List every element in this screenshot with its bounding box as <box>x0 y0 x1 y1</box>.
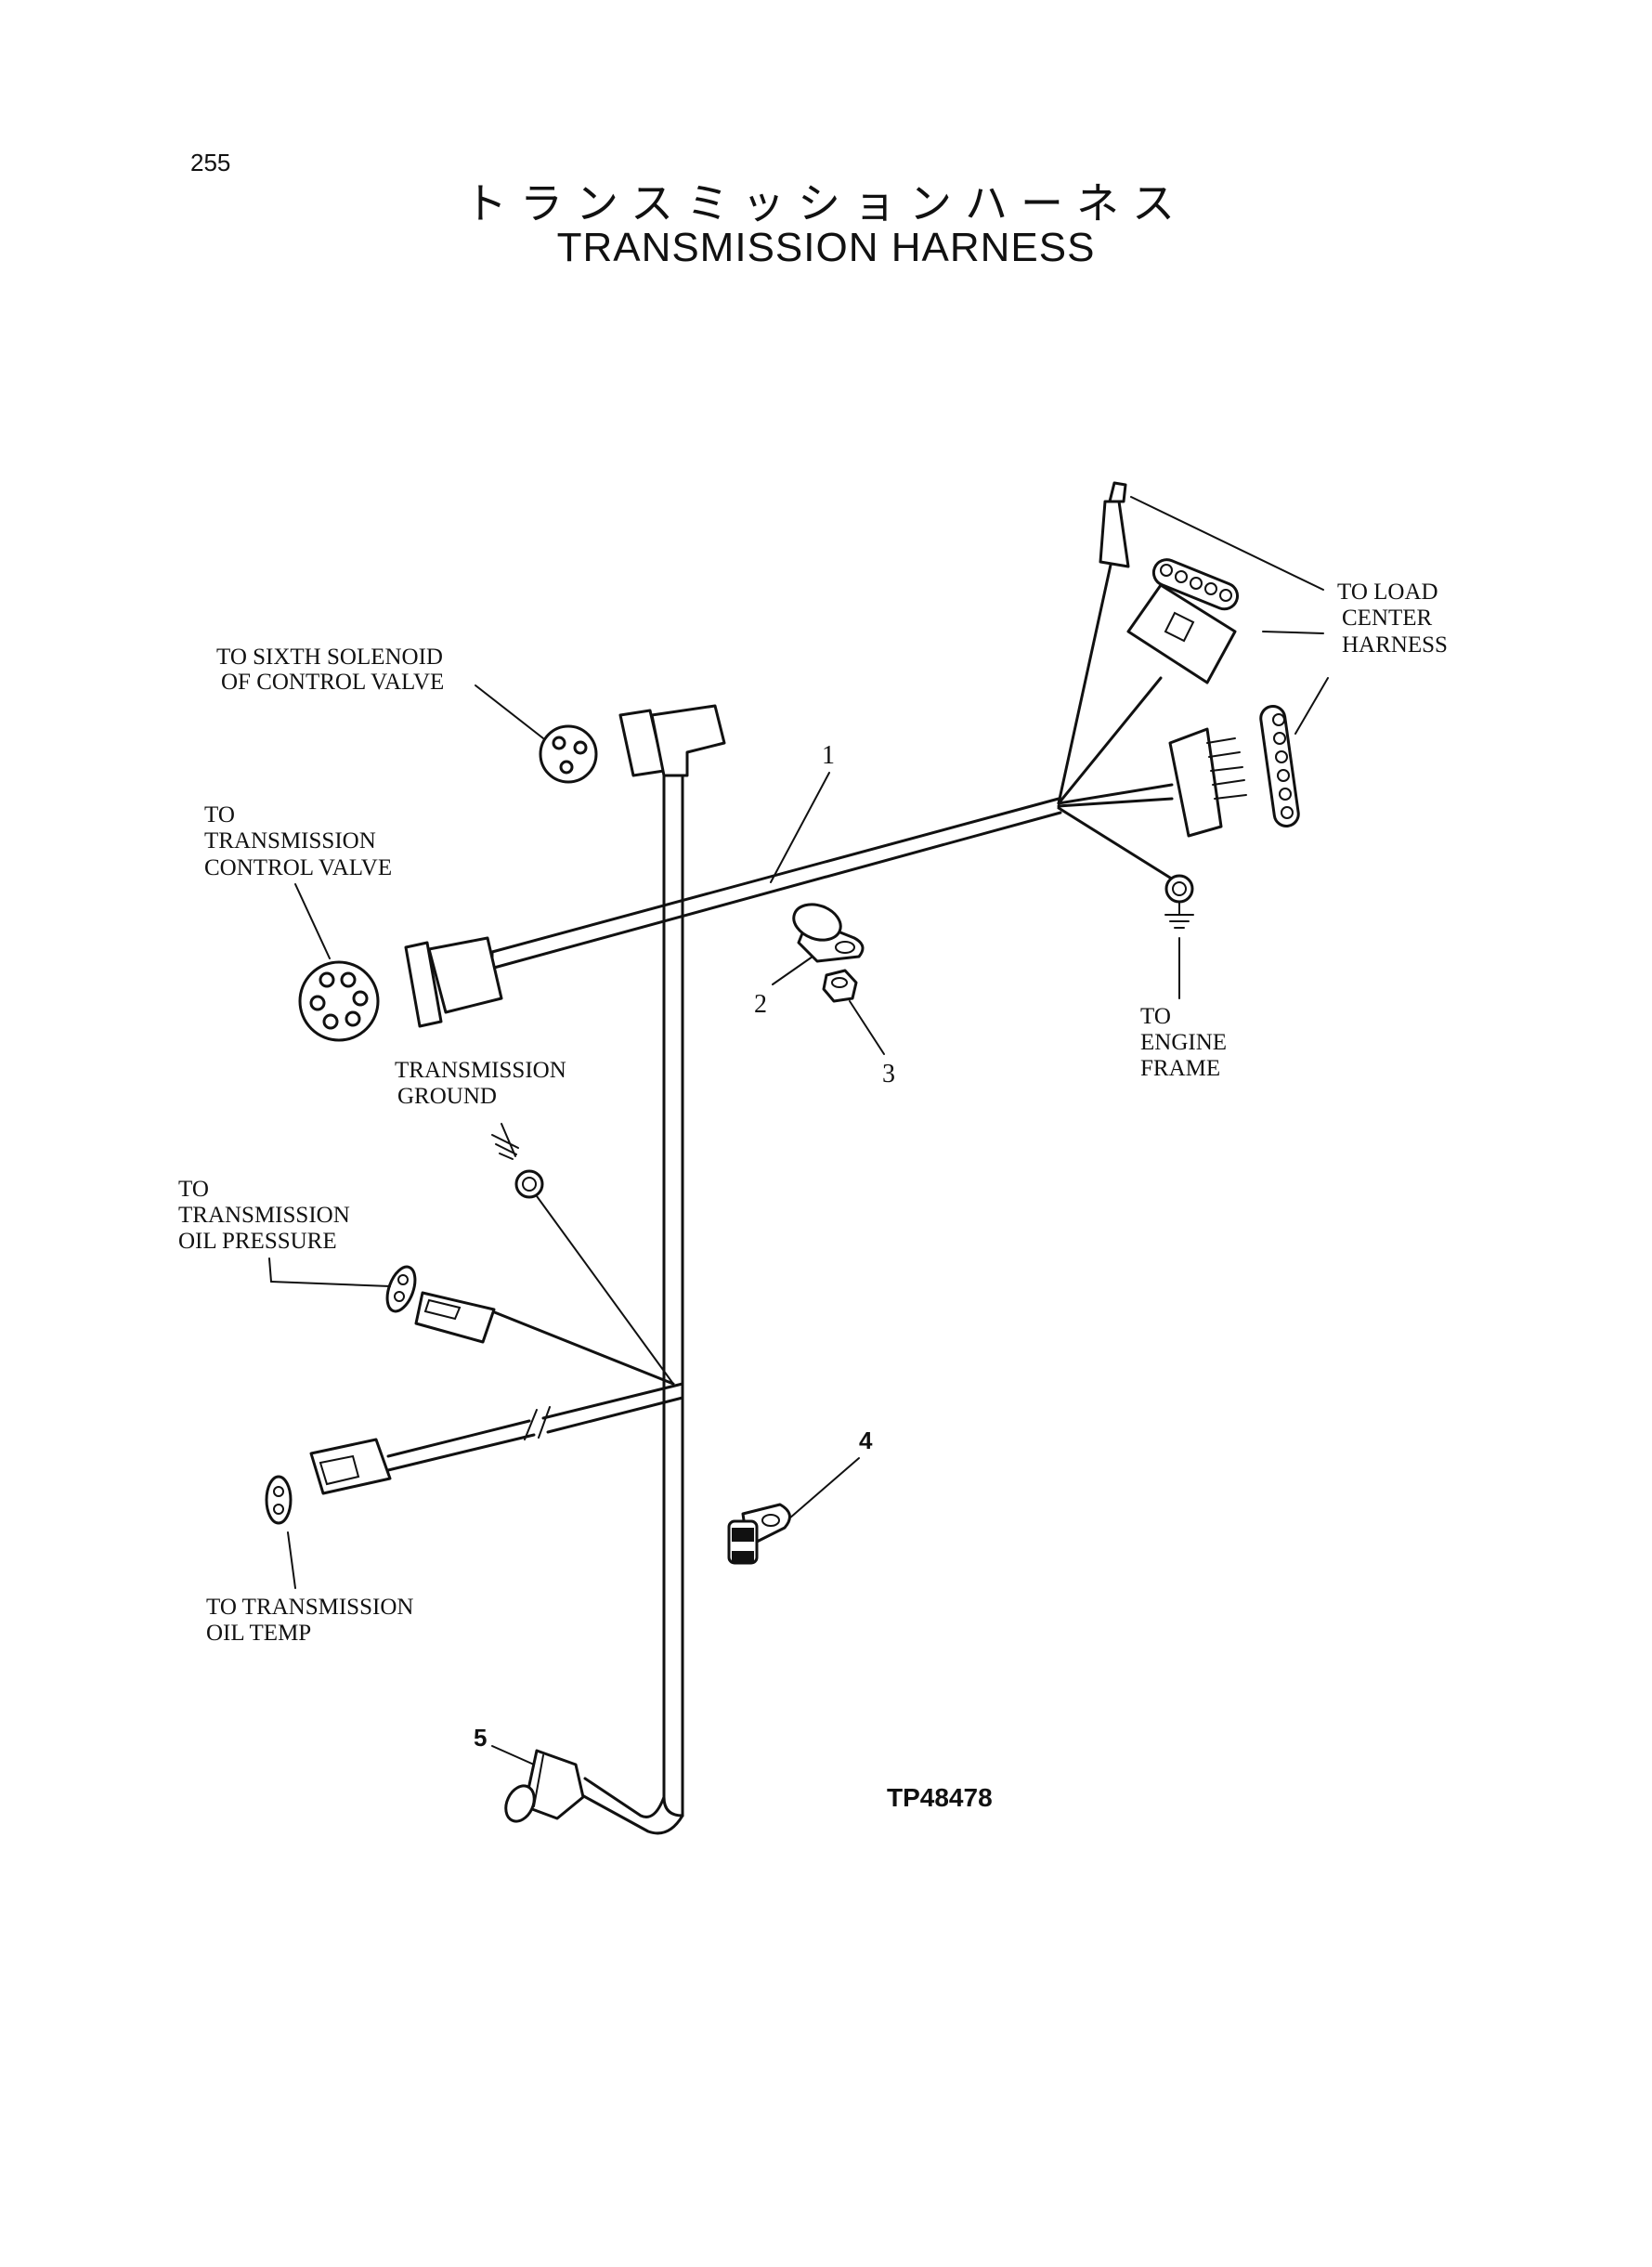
load-center-connector-2 <box>1168 705 1300 838</box>
label-oil-pressure-3: OIL PRESSURE <box>178 1229 337 1254</box>
label-oil-temp-2: OIL TEMP <box>206 1621 311 1646</box>
label-control-valve-1: TO <box>204 802 235 827</box>
control-valve-connector <box>298 936 503 1042</box>
part-3-nut <box>822 969 858 1003</box>
sixth-solenoid-connector <box>539 704 726 784</box>
part-number-5: 5 <box>474 1724 487 1752</box>
transmission-ground <box>491 1123 674 1385</box>
harness-trunk <box>490 760 1062 1835</box>
part-number-4: 4 <box>859 1427 873 1454</box>
part-4-clamp <box>727 1503 791 1565</box>
title-japanese: トランスミッションハーネス <box>463 178 1189 228</box>
label-engine-frame-3: FRAME <box>1140 1056 1220 1081</box>
title-english: TRANSMISSION HARNESS <box>556 225 1096 270</box>
pin-connector <box>1099 481 1130 568</box>
part-5-switch <box>504 1749 585 1823</box>
part-number-1: 1 <box>822 741 835 770</box>
label-oil-temp-1: TO TRANSMISSION <box>206 1595 413 1620</box>
label-trans-ground-1: TRANSMISSION <box>395 1058 566 1083</box>
figure-code: TP48478 <box>887 1783 993 1812</box>
load-center-branches <box>1057 546 1174 879</box>
label-oil-pressure-1: TO <box>178 1177 209 1202</box>
label-control-valve-2: TRANSMISSION <box>204 828 376 853</box>
load-center-connector-1 <box>1126 558 1240 684</box>
label-load-center-1: TO LOAD <box>1337 580 1438 605</box>
label-engine-frame-1: TO <box>1140 1004 1171 1029</box>
label-trans-ground-2: GROUND <box>397 1084 497 1109</box>
oil-temp-connector <box>265 1382 684 1589</box>
label-sixth-solenoid-1: TO SIXTH SOLENOID <box>216 645 443 670</box>
part-number-2: 2 <box>754 990 767 1019</box>
part-number-3: 3 <box>882 1060 895 1088</box>
label-load-center-2: CENTER <box>1342 606 1433 631</box>
label-oil-pressure-2: TRANSMISSION <box>178 1203 350 1228</box>
part-2-clamp <box>792 903 865 963</box>
page-number: 255 <box>190 149 231 176</box>
label-engine-frame-2: ENGINE <box>1140 1030 1227 1055</box>
engine-frame-ground <box>1164 874 1194 999</box>
oil-pressure-connector <box>385 1265 675 1386</box>
label-sixth-solenoid-2: OF CONTROL VALVE <box>221 670 444 695</box>
label-control-valve-3: CONTROL VALVE <box>204 855 392 880</box>
label-load-center-3: HARNESS <box>1342 632 1448 658</box>
leader-lines <box>268 496 1329 1765</box>
